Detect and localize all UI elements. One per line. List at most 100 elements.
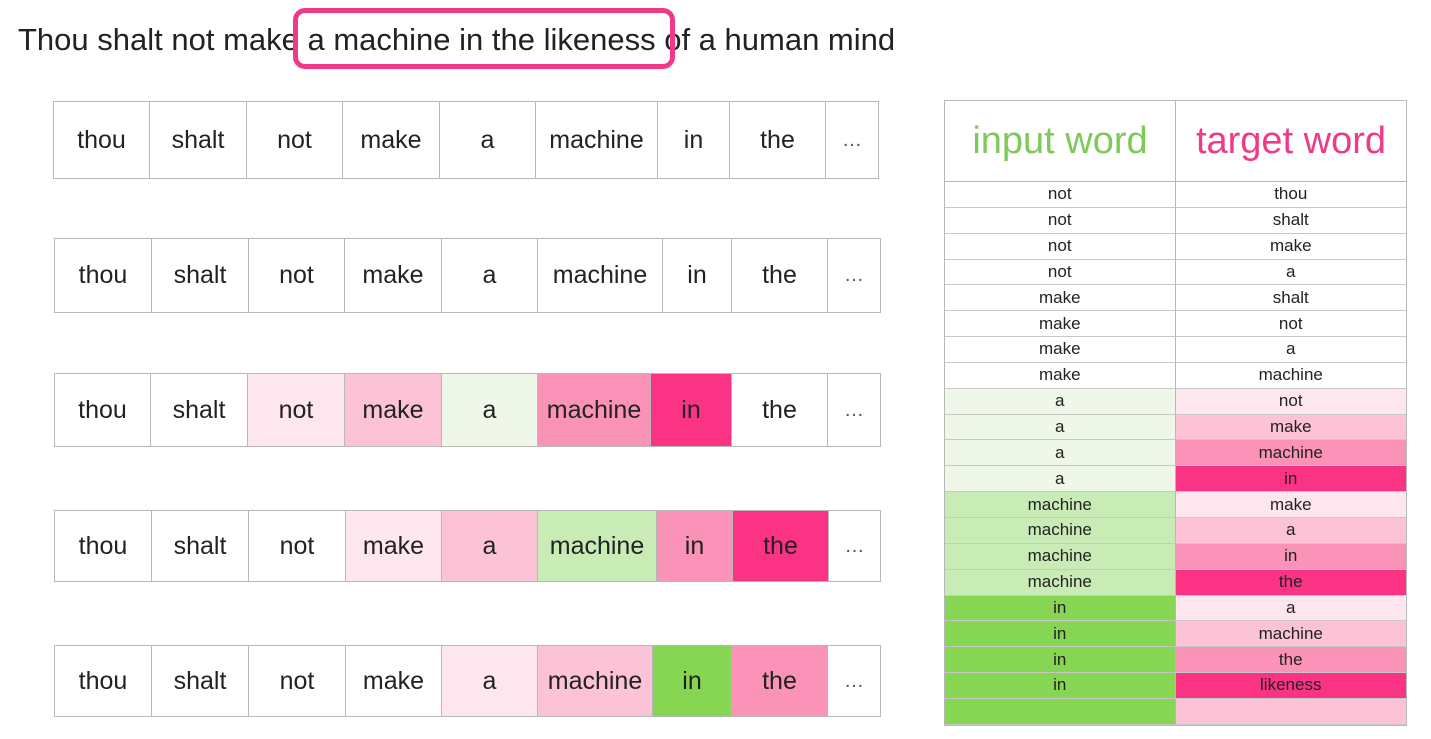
target-word-cell: make — [1175, 492, 1406, 518]
table-header: input word target word — [945, 101, 1406, 182]
input-word-cell: a — [945, 388, 1176, 415]
word-cell: … — [829, 511, 880, 581]
headline-highlighted-phrase: a machine in the likeness — [307, 22, 656, 57]
word-cell: in — [663, 239, 732, 312]
target-word-cell: make — [1175, 414, 1406, 441]
word-cell: a — [442, 239, 538, 312]
input-word-cell: a — [945, 440, 1176, 467]
word-cell: machine — [536, 102, 658, 178]
headline-after: of a human mind — [655, 22, 896, 57]
target-word-cell: shalt — [1175, 285, 1406, 312]
input-word-cell: make — [945, 311, 1176, 338]
input-word-cell: a — [945, 466, 1176, 493]
word-cell: machine — [538, 239, 663, 312]
input-word-cell — [945, 698, 1176, 725]
word-cell: make — [346, 511, 442, 581]
input-word-cell: not — [945, 182, 1176, 208]
word-cell: not — [247, 102, 343, 178]
word-cell: in — [653, 646, 732, 716]
word-cell: machine — [538, 646, 653, 716]
word-cell: shalt — [151, 374, 248, 446]
word-cell: not — [248, 374, 345, 446]
input-word-cell: make — [945, 362, 1176, 389]
target-word-cell: the — [1175, 647, 1406, 674]
input-word-cell: make — [945, 285, 1176, 312]
word-cell: shalt — [150, 102, 247, 178]
word-cell: a — [442, 374, 538, 446]
input-word-cell: machine — [945, 569, 1176, 596]
word-cell: not — [249, 511, 346, 581]
input-word-cell: machine — [945, 492, 1176, 518]
table-row — [945, 698, 1406, 725]
target-word-cell: shalt — [1175, 207, 1406, 234]
word-cell: not — [249, 239, 345, 312]
word-cell: a — [442, 646, 538, 716]
target-word-cell: thou — [1175, 182, 1406, 208]
target-word-cell: a — [1175, 259, 1406, 286]
headline-sentence: Thou shalt not make a machine in the lik… — [18, 18, 895, 62]
input-word-cell: in — [945, 621, 1176, 648]
word-cell: make — [343, 102, 440, 178]
input-word-cell: make — [945, 337, 1176, 363]
input-word-cell: not — [945, 207, 1176, 234]
word-cell: make — [346, 646, 442, 716]
word-cell: a — [442, 511, 538, 581]
input-word-cell: not — [945, 233, 1176, 260]
word-cell: the — [732, 374, 828, 446]
target-word-cell: a — [1175, 595, 1406, 622]
input-word-cell: not — [945, 259, 1176, 286]
word-cell: shalt — [152, 646, 249, 716]
word-cell: thou — [55, 374, 151, 446]
word-cell: the — [733, 511, 829, 581]
input-word-cell: in — [945, 673, 1176, 699]
word-cell: thou — [55, 239, 152, 312]
target-word-cell: machine — [1175, 621, 1406, 648]
word-cell: the — [730, 102, 826, 178]
context-window-highlight — [293, 8, 675, 69]
input-word-cell: machine — [945, 543, 1176, 570]
word-cell: thou — [54, 102, 150, 178]
target-word-cell: not — [1175, 311, 1406, 338]
target-word-cell — [1175, 698, 1406, 725]
target-word-cell: machine — [1175, 440, 1406, 467]
target-word-cell: the — [1175, 569, 1406, 596]
target-word-header: target word — [1195, 119, 1387, 162]
word-cell: the — [732, 239, 828, 312]
word-cell: in — [658, 102, 730, 178]
target-word-cell: likeness — [1175, 673, 1406, 699]
word-cell: … — [828, 374, 880, 446]
input-word-cell: a — [945, 414, 1176, 441]
input-word-header: input word — [945, 101, 1176, 181]
word-cell: … — [826, 102, 878, 178]
word-cell: make — [345, 239, 442, 312]
input-word-cell: in — [945, 647, 1176, 674]
word-cell: thou — [55, 646, 152, 716]
target-word-cell: in — [1175, 466, 1406, 493]
word-cell: the — [732, 646, 828, 716]
input-word-cell: in — [945, 595, 1176, 622]
word-cell: machine — [538, 374, 651, 446]
word-cell: not — [249, 646, 346, 716]
